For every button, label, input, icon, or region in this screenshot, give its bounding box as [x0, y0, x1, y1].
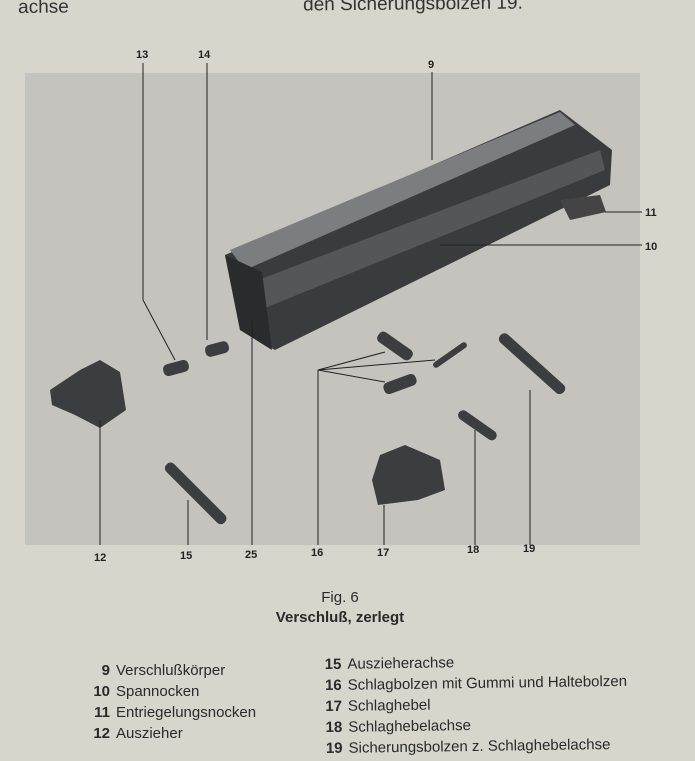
callout-12: 12: [94, 552, 106, 564]
callout-25: 25: [245, 549, 257, 561]
callout-labels: 13 14 9 11 10 12 15 25 16 17 18 19: [94, 49, 657, 564]
callout-19: 19: [523, 543, 535, 555]
bolt-body-part: [225, 110, 612, 350]
callout-15: 15: [180, 550, 192, 562]
callout-10: 10: [645, 241, 657, 253]
callout-11: 11: [645, 207, 657, 219]
figure-title: Verschluß, zerlegt: [275, 609, 405, 626]
figure-number: Fig. 6: [321, 589, 359, 606]
small-parts: [50, 331, 566, 525]
callout-17: 17: [377, 547, 389, 559]
callout-18: 18: [467, 544, 479, 556]
leader-lines: [99, 63, 642, 545]
callout-14: 14: [198, 49, 211, 61]
callout-9: 9: [428, 59, 434, 71]
callout-16: 16: [311, 547, 323, 559]
callout-13: 13: [136, 49, 148, 61]
